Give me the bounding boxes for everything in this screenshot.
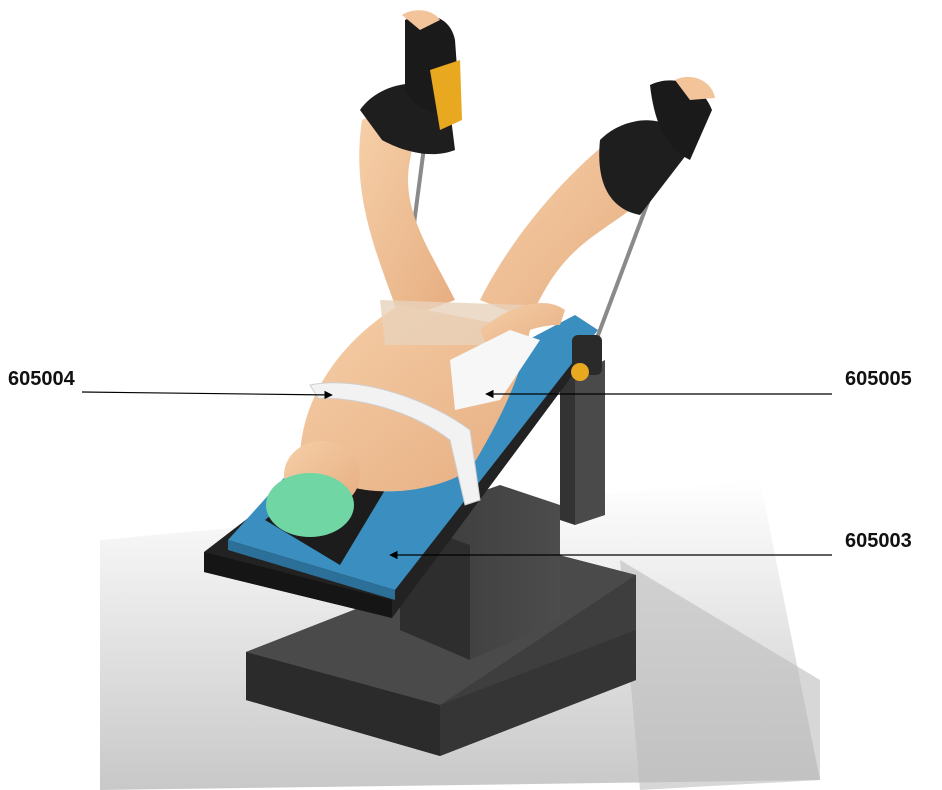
callout-label-605003: 605003 [845,530,912,552]
leader-605004 [82,392,332,395]
callout-label-605004: 605004 [8,368,75,390]
callout-label-605005: 605005 [845,368,912,390]
right-leg-boot [599,77,715,215]
patient-head [266,441,360,537]
leg-holder-post [560,360,605,525]
leg-holder-clamp [571,335,602,381]
